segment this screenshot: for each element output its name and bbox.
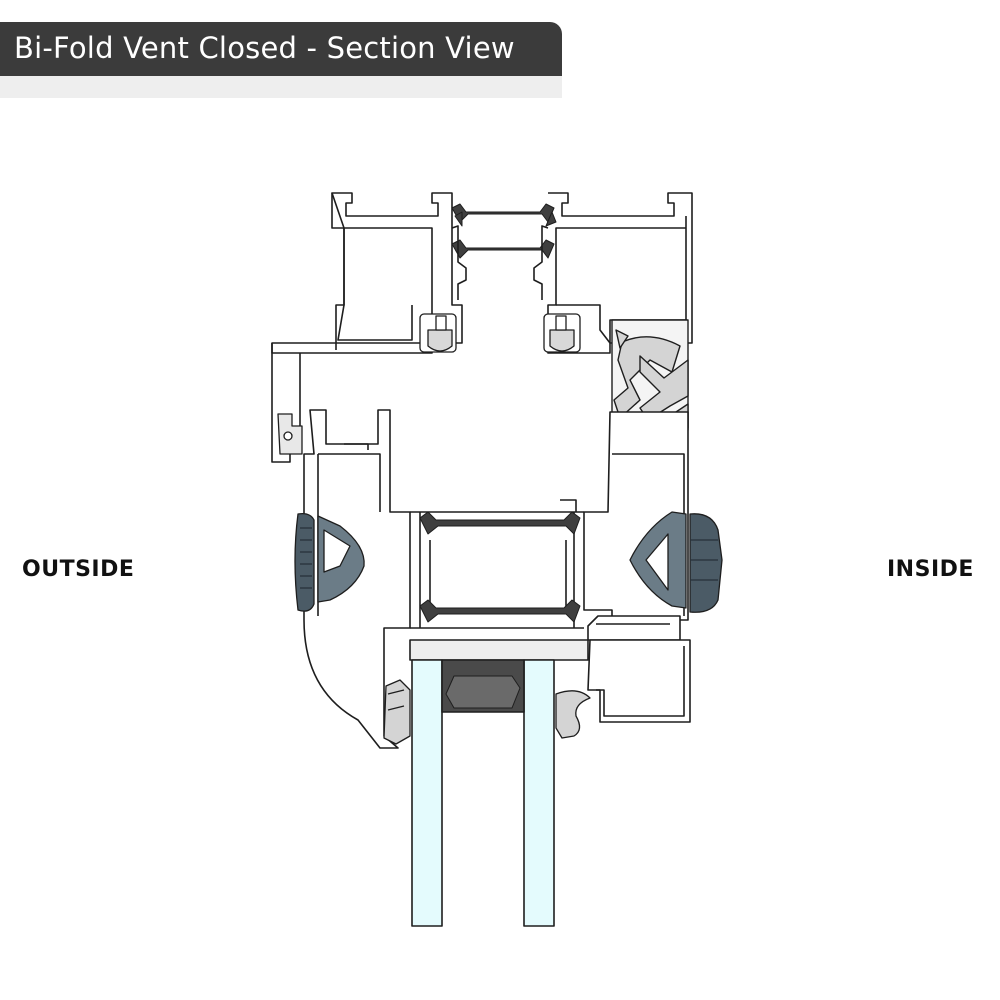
glazing-gasket-outside [383,679,411,745]
frame-left-clip [277,413,303,455]
glass-spacer [441,659,525,713]
glass-pane-outer [411,659,443,927]
frame-head-legs [451,225,549,300]
head-glazing-beads [419,313,581,353]
glass-carrier [587,615,681,641]
inside-gasket [629,511,723,613]
glass-support-bar [409,639,589,661]
outside-gasket [294,512,365,612]
thermal-break-sash [419,511,581,623]
title-bar: Bi-Fold Vent Closed - Section View [0,22,562,76]
outside-label: OUTSIDE [22,557,135,582]
glass-pane-inner [523,659,555,927]
inside-label: INSIDE [887,557,974,582]
thermal-break-head [451,203,557,259]
sash-center-walls [410,511,584,629]
title-underline [0,76,562,98]
page-title: Bi-Fold Vent Closed - Section View [14,31,515,65]
glazing-gasket-inside [555,690,591,739]
sash-bottom-inside [587,639,691,723]
